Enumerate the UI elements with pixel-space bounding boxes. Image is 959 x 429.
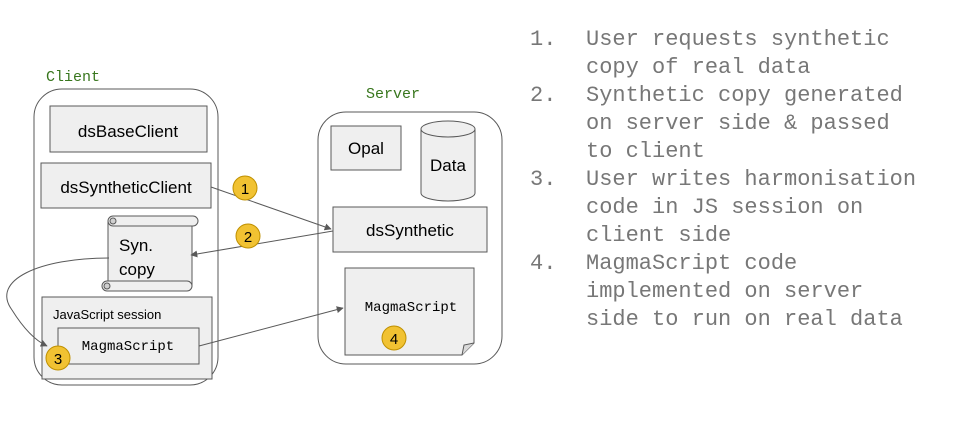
- ds-synthetic-label: dsSynthetic: [366, 221, 454, 240]
- step-text-line: side to run on real data: [586, 307, 903, 332]
- js-session-label: JavaScript session: [53, 307, 161, 322]
- data-label: Data: [430, 156, 466, 175]
- ds-base-client-box: [49, 105, 208, 153]
- data-cylinder-icon: [420, 120, 476, 202]
- steps-list: 1. User requests synthetic copy of real …: [530, 26, 950, 334]
- arrow-magma-script-to-server: [198, 306, 344, 347]
- step-text-line: to client: [586, 139, 705, 164]
- ds-synthetic-client-label: dsSyntheticClient: [60, 178, 192, 197]
- step-text-line: client side: [586, 223, 732, 248]
- syn-copy-scroll: [101, 215, 199, 292]
- step-item: 2. Synthetic copy generated on server si…: [530, 82, 950, 166]
- step-text-line: code in JS session on: [586, 195, 864, 220]
- client-magma-script-label: MagmaScript: [82, 339, 174, 355]
- step-text-line: implemented on server: [586, 279, 864, 304]
- badge-1-label: 1: [241, 181, 249, 198]
- syn-copy-label-line2: copy: [119, 260, 155, 279]
- step-item: 1. User requests synthetic copy of real …: [530, 26, 950, 82]
- ds-synthetic-box: [332, 206, 488, 253]
- step-text-line: MagmaScript code: [586, 251, 798, 276]
- badge-4-label: 4: [390, 331, 398, 348]
- arrow-synthetic-copy: [190, 230, 334, 258]
- badge-1: 1: [232, 175, 258, 201]
- badge-2-label: 2: [244, 229, 252, 246]
- step-number: 1.: [530, 27, 557, 52]
- step-number: 2.: [530, 83, 557, 108]
- ds-synthetic-client-box: [40, 162, 212, 209]
- step-item: 4. MagmaScript code implemented on serve…: [530, 250, 950, 334]
- server-magma-script-label: MagmaScript: [365, 300, 457, 316]
- step-text-line: User requests synthetic: [586, 27, 890, 52]
- opal-label: Opal: [348, 139, 384, 158]
- badge-4: 4: [381, 325, 407, 351]
- ds-base-client-label: dsBaseClient: [78, 122, 178, 141]
- step-text-line: on server side & passed: [586, 111, 890, 136]
- arrow-request: [210, 186, 332, 231]
- step-item: 3. User writes harmonisation code in JS …: [530, 166, 950, 250]
- badge-3: 3: [45, 345, 71, 371]
- client-label: Client: [46, 69, 100, 86]
- step-number: 3.: [530, 167, 557, 192]
- opal-box: [330, 125, 402, 171]
- badge-3-label: 3: [54, 351, 62, 368]
- step-number: 4.: [530, 251, 557, 276]
- step-text-line: User writes harmonisation: [586, 167, 917, 192]
- server-label: Server: [366, 86, 420, 103]
- syn-copy-label-line1: Syn.: [119, 236, 153, 255]
- step-text-line: Synthetic copy generated: [586, 83, 903, 108]
- document-fold: [461, 342, 475, 356]
- step-text-line: copy of real data: [586, 55, 811, 80]
- badge-2: 2: [235, 223, 261, 249]
- arrow-copy-to-js-session: [6, 257, 110, 347]
